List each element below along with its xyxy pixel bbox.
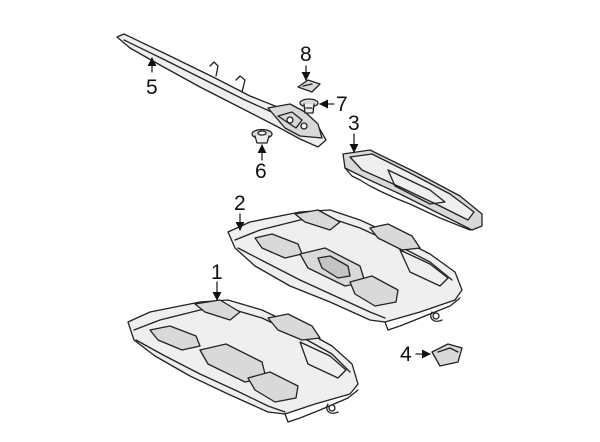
callout-labels: 5 8 7 6 3 2 1 4 (146, 43, 412, 366)
part-4-end-cap (431, 343, 463, 367)
callout-3: 3 (348, 112, 360, 135)
callout-2: 2 (234, 192, 246, 215)
callout-4: 4 (400, 343, 412, 366)
callout-8: 8 (300, 43, 312, 66)
part-3-cover (342, 149, 483, 231)
part-5-trim-rail (116, 33, 327, 148)
leader-lines (147, 57, 431, 359)
callout-7: 7 (336, 93, 348, 116)
callout-6: 6 (255, 160, 267, 183)
part-2-package-tray (227, 209, 463, 331)
callout-5: 5 (146, 76, 158, 99)
callout-1: 1 (211, 261, 223, 284)
part-1-package-tray (127, 299, 359, 423)
part-6-grommet (251, 128, 273, 144)
part-7-fastener (299, 98, 319, 114)
part-8-clip (297, 79, 321, 93)
